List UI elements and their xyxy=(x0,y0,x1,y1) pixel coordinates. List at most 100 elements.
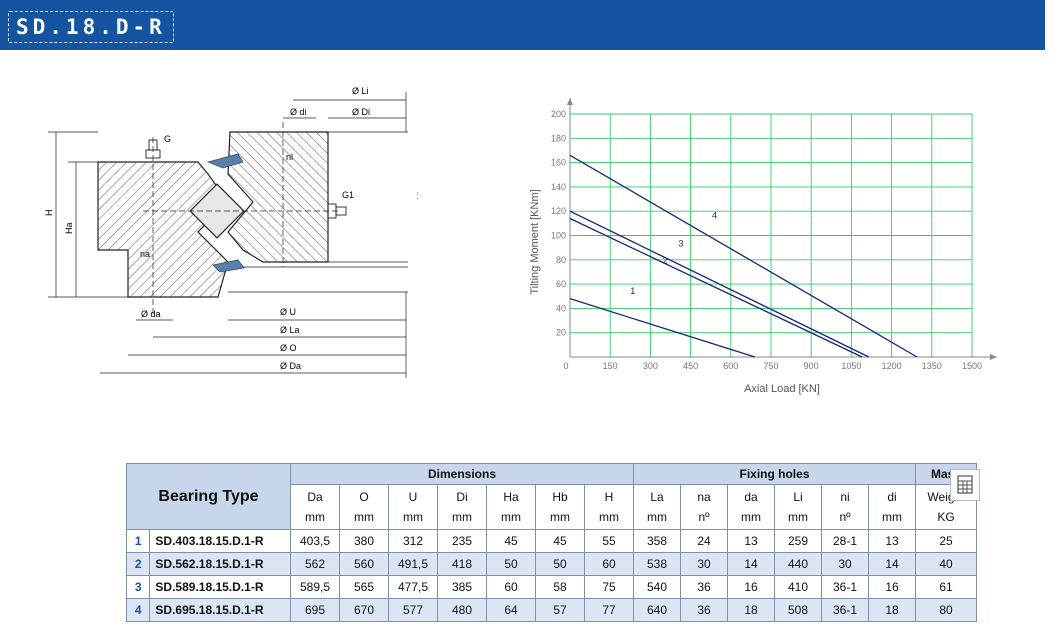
table-cell: 16 xyxy=(868,575,916,599)
dim-da-outer-label: Ø Da xyxy=(280,361,301,371)
column-header-name: Ha xyxy=(503,490,519,504)
table-cell: 589,5 xyxy=(290,575,340,599)
table-cell: 13 xyxy=(868,529,916,553)
table-cell: 64 xyxy=(486,598,536,622)
table-cell: 36-1 xyxy=(821,598,869,622)
table-cell: 477,5 xyxy=(388,575,438,599)
dim-ha-label: Ha xyxy=(64,222,74,234)
table-cell: 24 xyxy=(680,529,728,553)
table-cell: 385 xyxy=(437,575,487,599)
series-label-1: 1 xyxy=(630,286,635,296)
table-cell: 670 xyxy=(339,598,389,622)
table-cell: 28-1 xyxy=(821,529,869,553)
dim-g1-label: G1 xyxy=(342,190,354,200)
column-header-name: Da xyxy=(307,490,323,504)
chart-y-axis-label: Tilting Moment [KNm] xyxy=(529,189,541,294)
inner-ring xyxy=(227,131,329,263)
column-header-unit: nº xyxy=(839,510,851,524)
series-line-3 xyxy=(569,210,870,358)
column-header-unit: mm xyxy=(403,510,423,524)
dim-g-label: G xyxy=(164,134,171,144)
table-cell: 16 xyxy=(727,575,775,599)
column-header-unit: mm xyxy=(882,510,902,524)
table-cell: 18 xyxy=(727,598,775,622)
table-cell: 40 xyxy=(915,552,977,576)
x-tick-label: 0 xyxy=(563,361,568,371)
grease-nipple-g1 xyxy=(327,203,347,219)
dim-da-label: Ø da xyxy=(141,309,161,319)
x-tick-label: 1050 xyxy=(841,361,861,371)
series-label-3: 3 xyxy=(679,238,684,248)
bearing-section-drawing: Ø Li Ø di Ø Di nl G G1 H Ha Hb na Ø da Ø… xyxy=(44,86,418,378)
table-cell: 61 xyxy=(915,575,977,599)
table-view-icon[interactable] xyxy=(950,469,980,501)
y-tick-label: 80 xyxy=(556,255,566,265)
dimensions-group-header: Dimensions xyxy=(290,463,634,485)
table-cell: 418 xyxy=(437,552,487,576)
table-cell: 14 xyxy=(868,552,916,576)
y-tick-label: 200 xyxy=(551,109,566,119)
dim-la-label: Ø La xyxy=(280,325,300,335)
grease-nipple-g xyxy=(145,139,161,159)
dim-o-label: Ø O xyxy=(280,343,297,353)
table-cell: 30 xyxy=(821,552,869,576)
column-header-name: da xyxy=(744,490,758,504)
column-header-unit: mm xyxy=(741,510,761,524)
x-tick-label: 450 xyxy=(683,361,698,371)
column-header-name: La xyxy=(650,490,664,504)
column-header: La mm xyxy=(633,484,681,530)
table-cell: 403,5 xyxy=(290,529,340,553)
column-header: ni nº xyxy=(821,484,869,530)
column-header-unit: mm xyxy=(305,510,325,524)
column-header-name: ni xyxy=(840,490,850,504)
table-cell: 235 xyxy=(437,529,487,553)
page-title: SD.18.D-R xyxy=(8,11,174,43)
table-cell: 18 xyxy=(868,598,916,622)
table-cell: 640 xyxy=(633,598,681,622)
y-tick-label: 120 xyxy=(551,206,566,216)
table-cell: 491,5 xyxy=(388,552,438,576)
bearing-name-cell: SD.562.18.15.D.1-R xyxy=(149,552,291,576)
table-cell: 58 xyxy=(535,575,585,599)
table-cell: 540 xyxy=(633,575,681,599)
table-cell: 259 xyxy=(774,529,822,553)
y-tick-label: 140 xyxy=(551,182,566,192)
table-cell: 577 xyxy=(388,598,438,622)
y-tick-label: 20 xyxy=(556,328,566,338)
dim-di-lower-label: Ø di xyxy=(290,107,307,117)
y-tick-label: 40 xyxy=(556,303,566,313)
dim-na-label: na xyxy=(140,249,150,259)
bearing-name-cell: SD.695.18.15.D.1-R xyxy=(149,598,291,622)
dim-u-label: Ø U xyxy=(280,307,296,317)
column-header-name: Li xyxy=(793,490,803,504)
series-line-4 xyxy=(569,154,918,358)
x-tick-label: 1350 xyxy=(922,361,942,371)
y-tick-label: 100 xyxy=(551,231,566,241)
column-header-unit: mm xyxy=(647,510,667,524)
table-cell: 55 xyxy=(584,529,634,553)
table-cell: 80 xyxy=(915,598,977,622)
column-header-name: Di xyxy=(456,490,468,504)
series-line-1 xyxy=(569,298,756,358)
table-cell: 410 xyxy=(774,575,822,599)
bearing-name-cell: SD.589.18.15.D.1-R xyxy=(149,575,291,599)
x-tick-label: 150 xyxy=(603,361,618,371)
x-axis-arrow xyxy=(990,354,997,360)
column-header: da mm xyxy=(727,484,775,530)
table-cell: 77 xyxy=(584,598,634,622)
column-header-unit: nº xyxy=(698,510,710,524)
column-header-unit: KG xyxy=(937,510,955,524)
table-cell: 312 xyxy=(388,529,438,553)
seal-bottom xyxy=(212,259,245,273)
y-axis-arrow xyxy=(567,98,573,105)
table-cell: 45 xyxy=(535,529,585,553)
column-header-unit: mm xyxy=(501,510,521,524)
x-tick-label: 300 xyxy=(643,361,658,371)
bearing-type-header: Bearing Type xyxy=(126,463,291,530)
column-header-unit: mm xyxy=(599,510,619,524)
